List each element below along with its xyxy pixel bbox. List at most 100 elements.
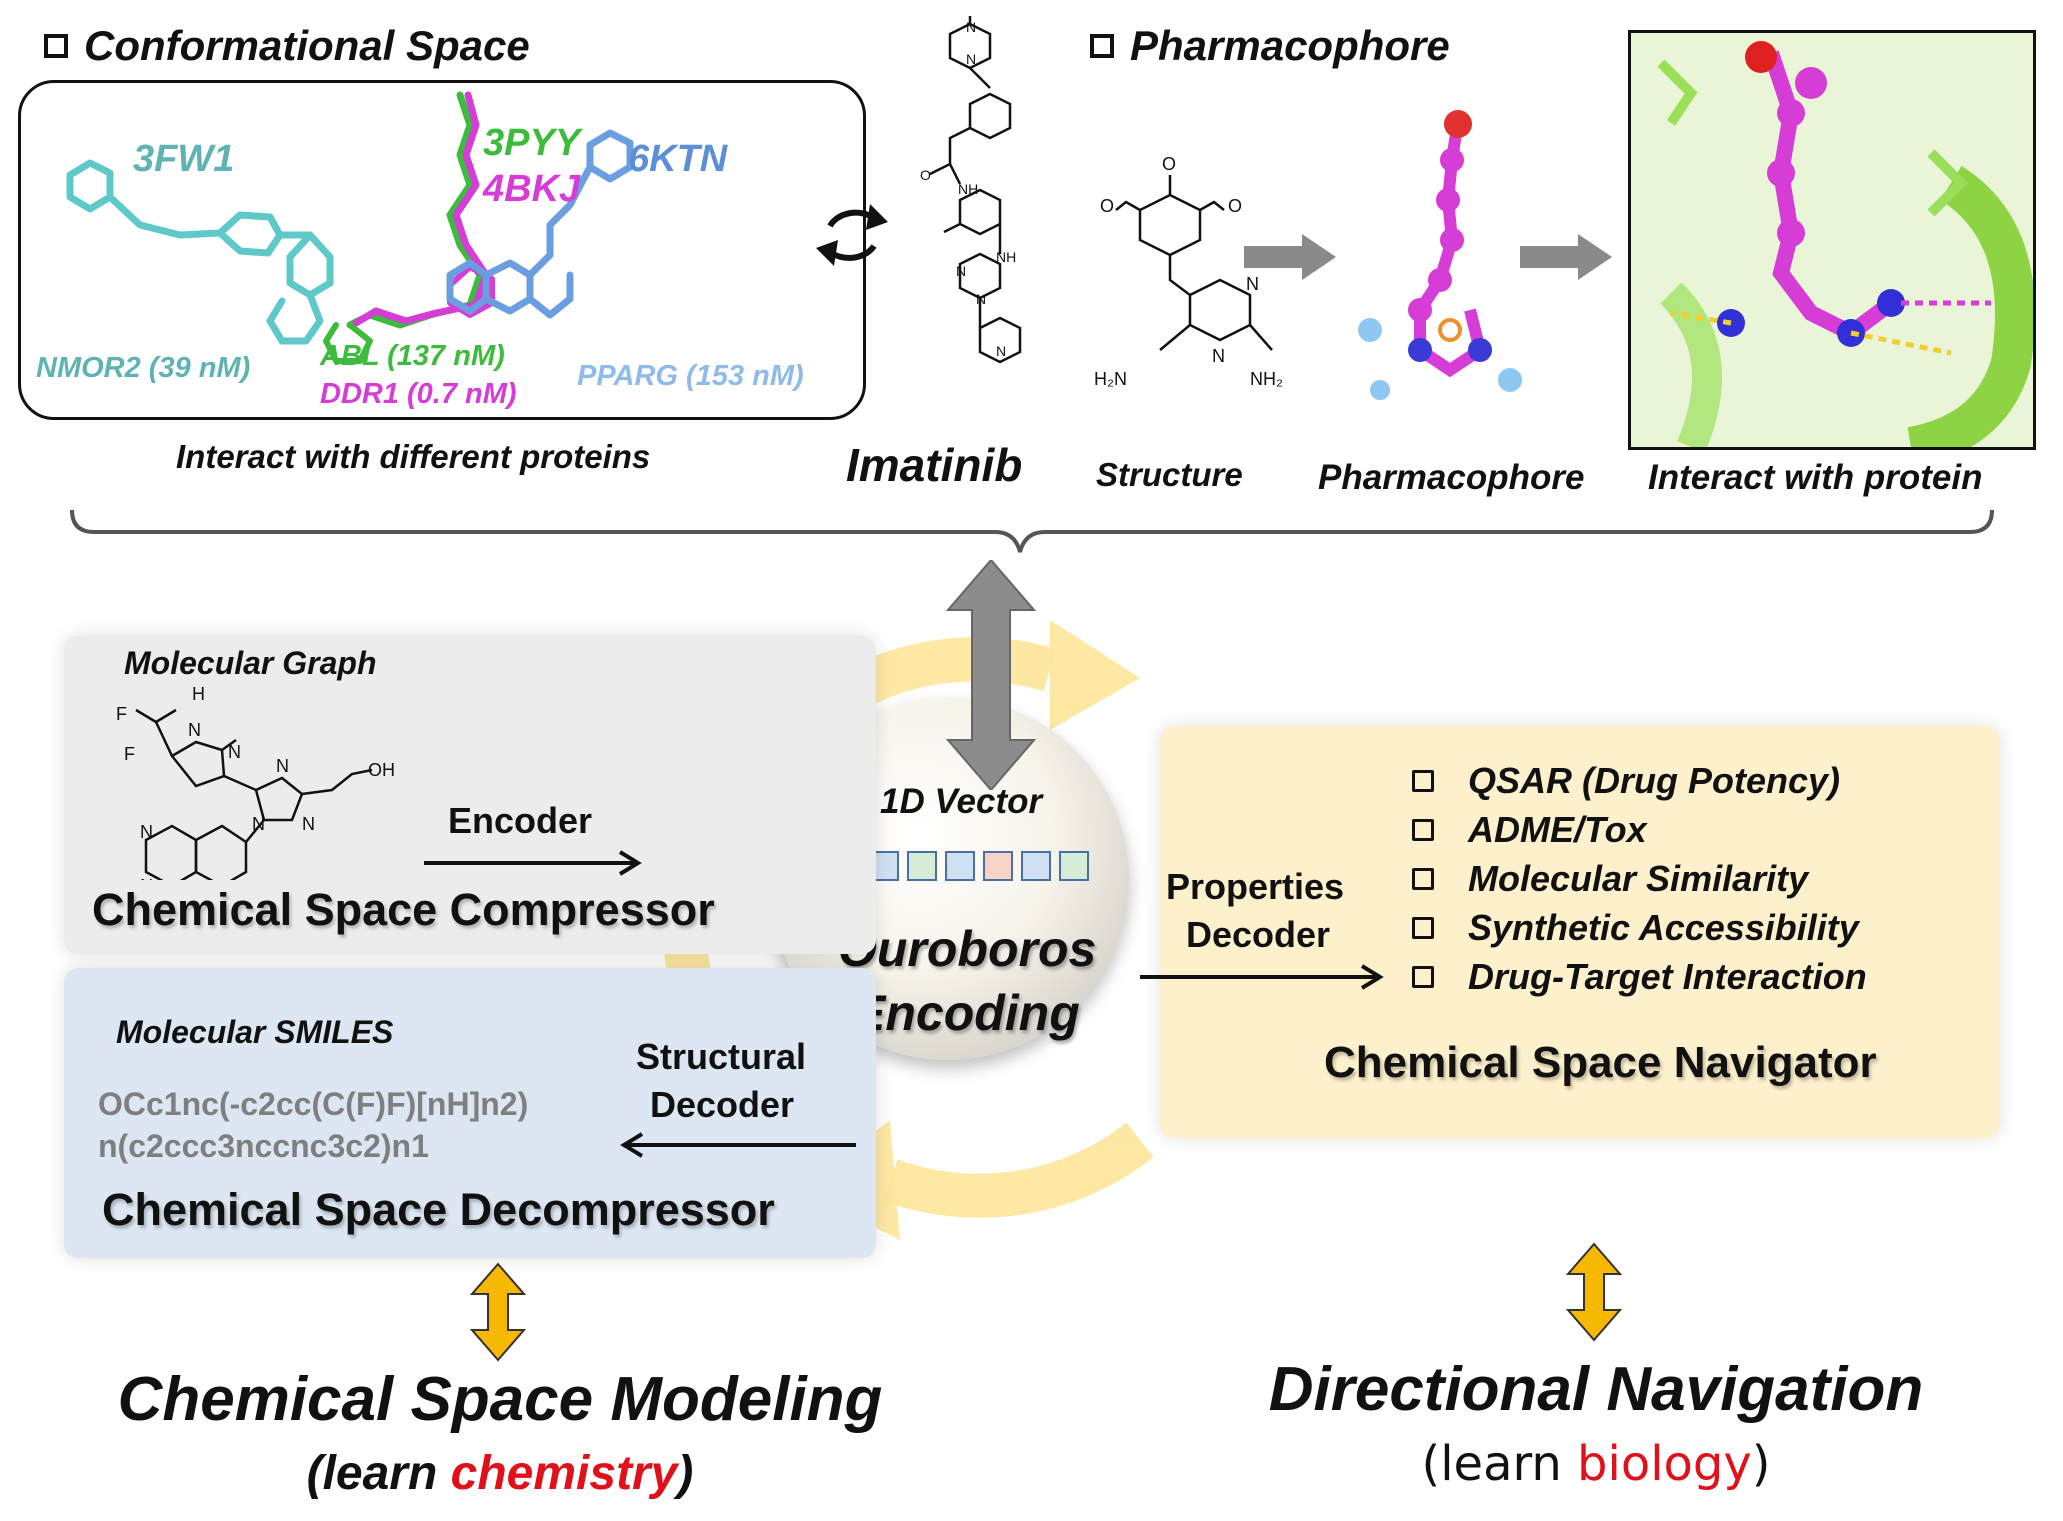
atom-label: N xyxy=(966,51,976,67)
checkbox-icon xyxy=(1090,34,1114,58)
conformer-3pyy-4bkj xyxy=(323,91,495,364)
vector-cell xyxy=(907,851,937,881)
structural-decoder-label-1: Structural xyxy=(636,1036,807,1077)
atom-label: N xyxy=(276,756,289,776)
pharmacophore-heading: Pharmacophore xyxy=(1090,22,1450,70)
pdb-label-3fw1: 3FW1 xyxy=(133,138,235,180)
conformational-space-heading: Conformational Space xyxy=(44,22,530,70)
atom-label: N xyxy=(1212,346,1225,366)
checkbox-icon xyxy=(1412,818,1434,841)
compressor-subtitle: Molecular Graph xyxy=(124,645,377,681)
atom-label: H xyxy=(192,684,205,704)
atom-label: N xyxy=(302,814,315,834)
atom-label: O xyxy=(1100,196,1114,216)
conformational-caption: Interact with different proteins xyxy=(176,438,651,475)
double-arrow-vertical-icon xyxy=(946,560,1036,790)
encoder-arrow-icon xyxy=(424,850,642,876)
interaction-caption: Interact with protein xyxy=(1648,458,1983,497)
modeling-title: Chemical Space Modeling xyxy=(117,1365,883,1434)
list-item: Synthetic Accessibility xyxy=(1412,903,1867,952)
vector-cell xyxy=(945,851,975,881)
double-arrow-orange-icon xyxy=(1566,1242,1622,1342)
core-label-line1: Ouroboros xyxy=(838,921,1097,977)
list-item: ADME/Tox xyxy=(1412,805,1867,854)
atom-label: N xyxy=(966,19,976,35)
list-item: Drug-Target Interaction xyxy=(1412,952,1867,1001)
arrow-right-icon xyxy=(1520,234,1612,280)
pdb-label-6ktn: 6KTN xyxy=(628,138,728,180)
protein-interaction-view xyxy=(1628,30,2036,450)
list-item: Molecular Similarity xyxy=(1412,854,1867,903)
properties-decoder-label-1: Properties xyxy=(1166,866,1345,907)
navigation-title: Directional Navigation xyxy=(1268,1355,1924,1424)
compressor-title: Chemical Space Compressor xyxy=(92,884,715,935)
smiles-line-1: OCc1nc(-c2cc(C(F)F)[nH]n2) xyxy=(98,1086,529,1122)
atom-label: N xyxy=(228,742,241,762)
arrow-right-icon xyxy=(1244,234,1336,280)
atom-label: NH xyxy=(958,181,978,197)
conformational-space-box xyxy=(18,80,866,420)
atom-label: O xyxy=(1228,196,1242,216)
list-item: QSAR (Drug Potency) xyxy=(1412,756,1867,805)
checkbox-icon xyxy=(1412,916,1434,939)
pdb-label-3pyy: 3PYY xyxy=(483,122,581,164)
atom-label: NH₂ xyxy=(1250,369,1283,389)
checkbox-icon xyxy=(44,34,68,58)
affinity-label-ddr1: DDR1 (0.7 nM) xyxy=(320,378,517,410)
affinity-label-pparg: PPARG (153 nM) xyxy=(577,360,804,392)
biology-word: biology xyxy=(1577,1436,1752,1492)
atom-label: F xyxy=(124,744,135,764)
atom-label: H₂N xyxy=(1094,369,1127,389)
navigator-panel xyxy=(1160,726,2000,1138)
vector-cell xyxy=(1021,851,1051,881)
atom-label: O xyxy=(1162,154,1176,174)
smiles-line-2: n(c2ccc3nccnc3c2)n1 xyxy=(98,1128,429,1164)
pharmacophore-model xyxy=(1358,110,1522,400)
affinity-label-nmor2: NMOR2 (39 nM) xyxy=(36,352,251,384)
properties-decoder-label-2: Decoder xyxy=(1186,914,1331,955)
compressor-panel xyxy=(64,636,876,954)
atom-label: N xyxy=(996,343,1006,359)
atom-label: F xyxy=(116,704,127,724)
atom-label: N xyxy=(140,876,153,880)
conformer-structures xyxy=(66,91,634,364)
trimethoprim-structure: O O O N N H₂N NH₂ xyxy=(1094,154,1283,389)
structural-decoder-label-2: Decoder xyxy=(650,1084,795,1125)
vector-cell xyxy=(983,851,1013,881)
conformer-6ktn xyxy=(446,129,634,319)
atom-label: N xyxy=(976,291,986,307)
chemistry-word: chemistry xyxy=(450,1447,678,1500)
atom-label: N xyxy=(188,720,201,740)
double-arrow-orange-icon xyxy=(470,1262,526,1362)
affinity-label-abl: ABL (137 nM) xyxy=(320,340,505,372)
protein-interaction-render xyxy=(1657,41,2033,447)
atom-label: N xyxy=(140,822,153,842)
learn-biology: (learn biology) xyxy=(1421,1436,1771,1492)
vector-label: 1D Vector xyxy=(880,782,1043,821)
atom-label: OH xyxy=(368,760,395,780)
atom-label: O xyxy=(920,167,931,183)
encoder-label: Encoder xyxy=(448,800,593,841)
checkbox-icon xyxy=(1412,867,1434,890)
decompressor-title: Chemical Space Decompressor xyxy=(102,1184,775,1235)
properties-arrow-icon xyxy=(1140,964,1384,990)
pharmacophore-caption: Pharmacophore xyxy=(1318,458,1585,497)
imatinib-caption: Imatinib xyxy=(846,439,1023,491)
structure-caption: Structure xyxy=(1096,456,1243,493)
rotate-arrows-icon xyxy=(816,204,888,266)
navigator-title: Chemical Space Navigator xyxy=(1324,1038,1877,1087)
atom-label: N xyxy=(956,263,966,279)
core-label-line2: Encoding xyxy=(852,985,1080,1041)
checkbox-icon xyxy=(1412,965,1434,988)
vector-cell xyxy=(1059,851,1089,881)
brace xyxy=(70,509,1994,553)
decompressor-subtitle: Molecular SMILES xyxy=(116,1014,394,1050)
imatinib-structure: N N O NH NH N N N xyxy=(920,16,1022,364)
conformer-3fw1 xyxy=(66,159,334,345)
decompressor-panel xyxy=(64,968,876,1258)
atom-label: N xyxy=(1246,274,1259,294)
atom-label: NH xyxy=(996,249,1016,265)
properties-list: QSAR (Drug Potency) ADME/Tox Molecular S… xyxy=(1412,756,1867,1001)
learn-chemistry: (learn chemistry) xyxy=(306,1447,694,1500)
pdb-label-4bkj: 4BKJ xyxy=(483,168,581,210)
